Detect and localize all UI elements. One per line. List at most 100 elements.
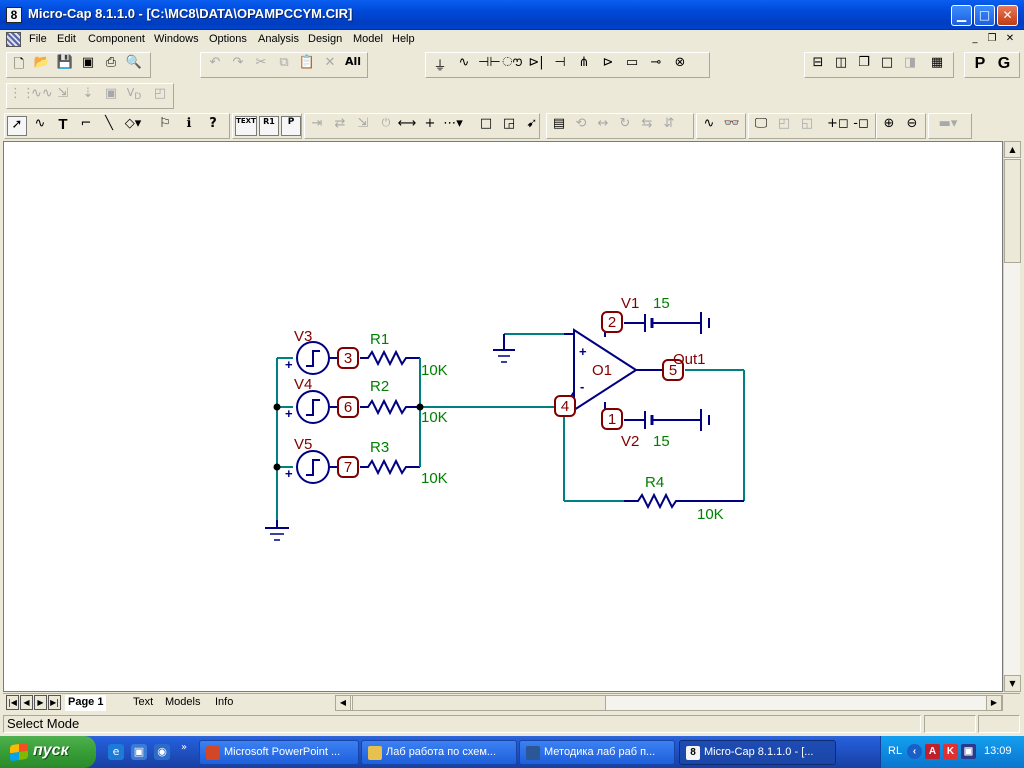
pulse-source-icon[interactable]: ⊸ (650, 55, 662, 70)
menu-analysis[interactable]: Analysis (258, 33, 299, 45)
battery-icon[interactable]: ⊣ (554, 55, 566, 70)
remove-page-icon[interactable]: -◻ (853, 116, 869, 131)
scope-icon[interactable]: ⇲ (57, 86, 69, 101)
node-3-box[interactable] (337, 347, 359, 369)
app-icon[interactable]: 8 (6, 7, 22, 23)
undo-icon[interactable]: ↶ (209, 55, 221, 70)
grid-icon[interactable]: ⋯▾ (443, 116, 463, 131)
place-icon[interactable]: ⇥ (311, 116, 323, 131)
rotate-icon[interactable]: ⟲ (575, 116, 587, 131)
wire-icon[interactable]: ∿ (34, 116, 46, 131)
pin-connections-icon[interactable]: P (281, 116, 301, 136)
capacitor-icon[interactable]: ⊣⊢ (478, 55, 501, 70)
resistor-r2[interactable] (360, 398, 420, 416)
menu-windows[interactable]: Windows (154, 33, 199, 45)
bring-front-icon[interactable]: ◰ (777, 116, 791, 131)
cross-icon[interactable]: + (424, 116, 436, 131)
node-1-box[interactable] (601, 408, 623, 430)
fft-icon[interactable]: ◰ (153, 86, 167, 101)
shape-icon[interactable]: ◇▾ (124, 116, 142, 131)
mdi-minimize-button[interactable]: _ (972, 33, 978, 44)
cascade-icon[interactable]: ❐ (858, 55, 870, 70)
border-icon[interactable]: □ (479, 116, 493, 131)
ie-icon[interactable]: e (108, 744, 124, 760)
split-vertical-icon[interactable]: ◫ (834, 55, 848, 70)
binoculars-icon[interactable]: 👓 (723, 116, 741, 131)
document-icon[interactable] (6, 32, 21, 47)
resistor-r1[interactable] (360, 349, 420, 367)
menu-file[interactable]: File (29, 33, 47, 45)
tab-text[interactable]: Text (133, 696, 154, 708)
maximize-view-icon[interactable]: □ (880, 55, 894, 70)
resistor-icon[interactable]: ∿ (458, 55, 470, 70)
diode-icon[interactable]: ⊳| (528, 55, 544, 70)
zoom-out-icon[interactable]: ⊖ (906, 116, 918, 131)
text-labels-icon[interactable]: TEXT (235, 116, 257, 136)
zoom-in-icon[interactable]: ⊕ (883, 116, 895, 131)
task-microcap[interactable]: 8 Micro-Cap 8.1.1.0 - [... (679, 740, 836, 765)
vertical-scrollbar[interactable]: ▲ ▼ (1003, 141, 1021, 692)
delete-icon[interactable]: ✕ (324, 55, 336, 70)
onoff-icon[interactable]: ⏻ (381, 116, 391, 129)
network-icon[interactable]: ▣ (961, 744, 976, 759)
properties-icon[interactable]: ▤ (552, 116, 566, 131)
npn-icon[interactable]: ⋔ (578, 55, 590, 70)
paste-icon[interactable]: 📋 (298, 55, 316, 70)
source-v5[interactable] (296, 450, 330, 484)
last-page-icon[interactable]: ▶| (48, 695, 61, 710)
inductor-icon[interactable]: ൗ (502, 55, 522, 70)
p-button[interactable]: P (974, 55, 986, 72)
select-all-icon[interactable]: All (344, 55, 362, 68)
title-bar[interactable]: 8 Micro-Cap 8.1.1.0 - [C:\MC8\DATA\OPAMP… (0, 0, 1024, 30)
sine-source-icon[interactable]: ⊗ (674, 55, 686, 70)
nmos-icon[interactable]: ⊳ (602, 55, 614, 70)
opamp-icon[interactable]: ▭ (625, 55, 639, 70)
source-v4[interactable] (296, 390, 330, 424)
help-icon[interactable]: ? (209, 116, 217, 131)
tile-icon[interactable]: ◨ (903, 55, 917, 70)
antivirus-icon[interactable]: K (943, 744, 958, 759)
image-icon[interactable]: ▣ (104, 86, 118, 101)
source-v3[interactable] (296, 341, 330, 375)
diagonal-wire-icon[interactable]: ╲ (105, 116, 113, 131)
save-all-icon[interactable]: ▣ (81, 55, 95, 70)
mdi-restore-button[interactable]: ❐ (987, 33, 997, 44)
flip-h-icon[interactable]: ↔ (597, 116, 609, 131)
opamp-o1[interactable] (573, 328, 638, 412)
media-icon[interactable]: ◉ (154, 744, 170, 760)
redo-icon[interactable]: ↷ (232, 55, 244, 70)
node-2-box[interactable] (601, 311, 623, 333)
ground-icon[interactable]: ⏚ (433, 59, 447, 74)
scroll-down-icon[interactable]: ▼ (1004, 675, 1021, 692)
schematic-canvas[interactable]: 3 6 7 4 2 1 5 V3 V4 V5 V1 V2 O1 Out1 15 … (3, 141, 1003, 692)
print-icon[interactable]: ⎙ (105, 55, 117, 70)
vd-icon[interactable]: VD (126, 86, 142, 103)
language-indicator[interactable]: RL (888, 745, 903, 757)
schematic-drawing[interactable]: 3 6 7 4 2 1 5 V3 V4 V5 V1 V2 O1 Out1 15 … (4, 142, 1004, 693)
info-icon[interactable]: ℹ (186, 116, 192, 131)
start-button[interactable]: пуск (0, 736, 96, 768)
task-folder[interactable]: Лаб работа по схем... (361, 740, 517, 765)
title-icon[interactable]: ◲ (502, 116, 516, 131)
stepping-icon[interactable]: ⋮⋮ (9, 86, 35, 101)
tab-info[interactable]: Info (215, 696, 234, 708)
node-numbers-icon[interactable]: R1 (259, 116, 279, 136)
task-word[interactable]: Методика лаб раб п... (519, 740, 675, 765)
resistor-r4[interactable] (624, 492, 744, 510)
scroll-up-icon[interactable]: ▲ (1004, 141, 1021, 158)
desktop-icon[interactable]: ▣ (131, 744, 147, 760)
acrobat-icon[interactable]: A (925, 744, 940, 759)
scroll-left-icon[interactable]: ◀ (335, 695, 351, 711)
tray-expand-icon[interactable]: ‹ (907, 744, 922, 759)
node-6-box[interactable] (337, 396, 359, 418)
node-7-box[interactable] (337, 456, 359, 478)
color-palette-icon[interactable]: ▬▾ (938, 116, 958, 131)
select-arrow-icon[interactable]: ➚ (7, 116, 27, 136)
horizontal-scroll-thumb[interactable] (352, 695, 606, 711)
mdi-close-button[interactable]: ✕ (1005, 33, 1015, 44)
menu-component[interactable]: Component (88, 33, 145, 45)
tab-models[interactable]: Models (165, 696, 201, 708)
g-button[interactable]: G (997, 55, 1011, 72)
flip-v-icon[interactable]: ↻ (619, 116, 631, 131)
minimize-button[interactable]: ▁ (951, 5, 972, 26)
